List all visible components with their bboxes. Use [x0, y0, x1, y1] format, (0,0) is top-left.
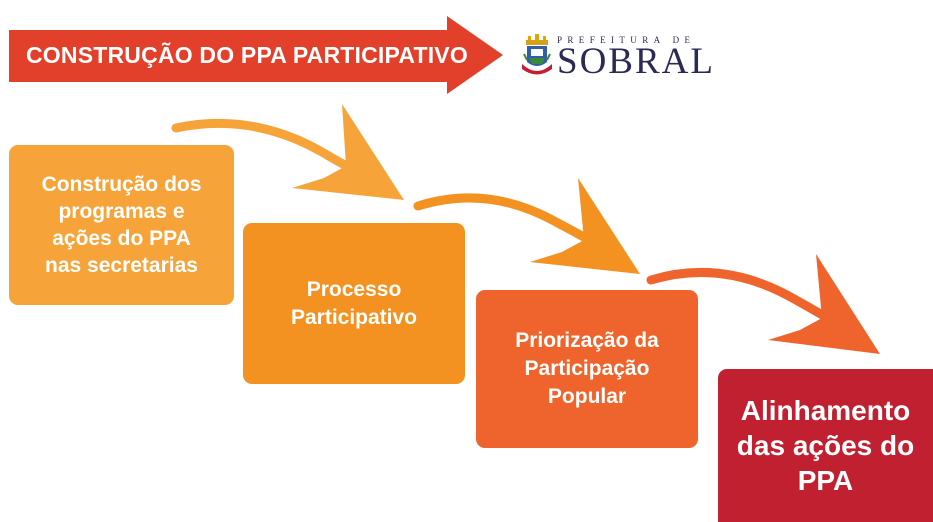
step-priorizacao: Priorização da Participação Popular [476, 290, 698, 448]
step-construcao: Construção dos programas e ações do PPA … [9, 145, 234, 305]
step-alinhamento: Alinhamento das ações do PPA [718, 369, 933, 522]
step-label: Processo Participativo [290, 277, 418, 329]
logo-sobral-text: SOBRAL [557, 41, 715, 82]
step-processo-participativo: Processo Participativo [243, 223, 465, 384]
logo-prefeitura-text: PREFEITURA DE [557, 35, 696, 45]
step-label: Construção dos programas e ações do PPA … [41, 173, 202, 277]
step-label: Alinhamento das ações do PPA [736, 395, 915, 496]
step-label: Priorização da Participação Popular [515, 329, 659, 408]
prefeitura-logo: PREFEITURA DE SOBRAL [522, 34, 722, 84]
city-crest-icon [522, 34, 552, 75]
banner-title: CONSTRUÇÃO DO PPA PARTICIPATIVO [26, 42, 468, 68]
